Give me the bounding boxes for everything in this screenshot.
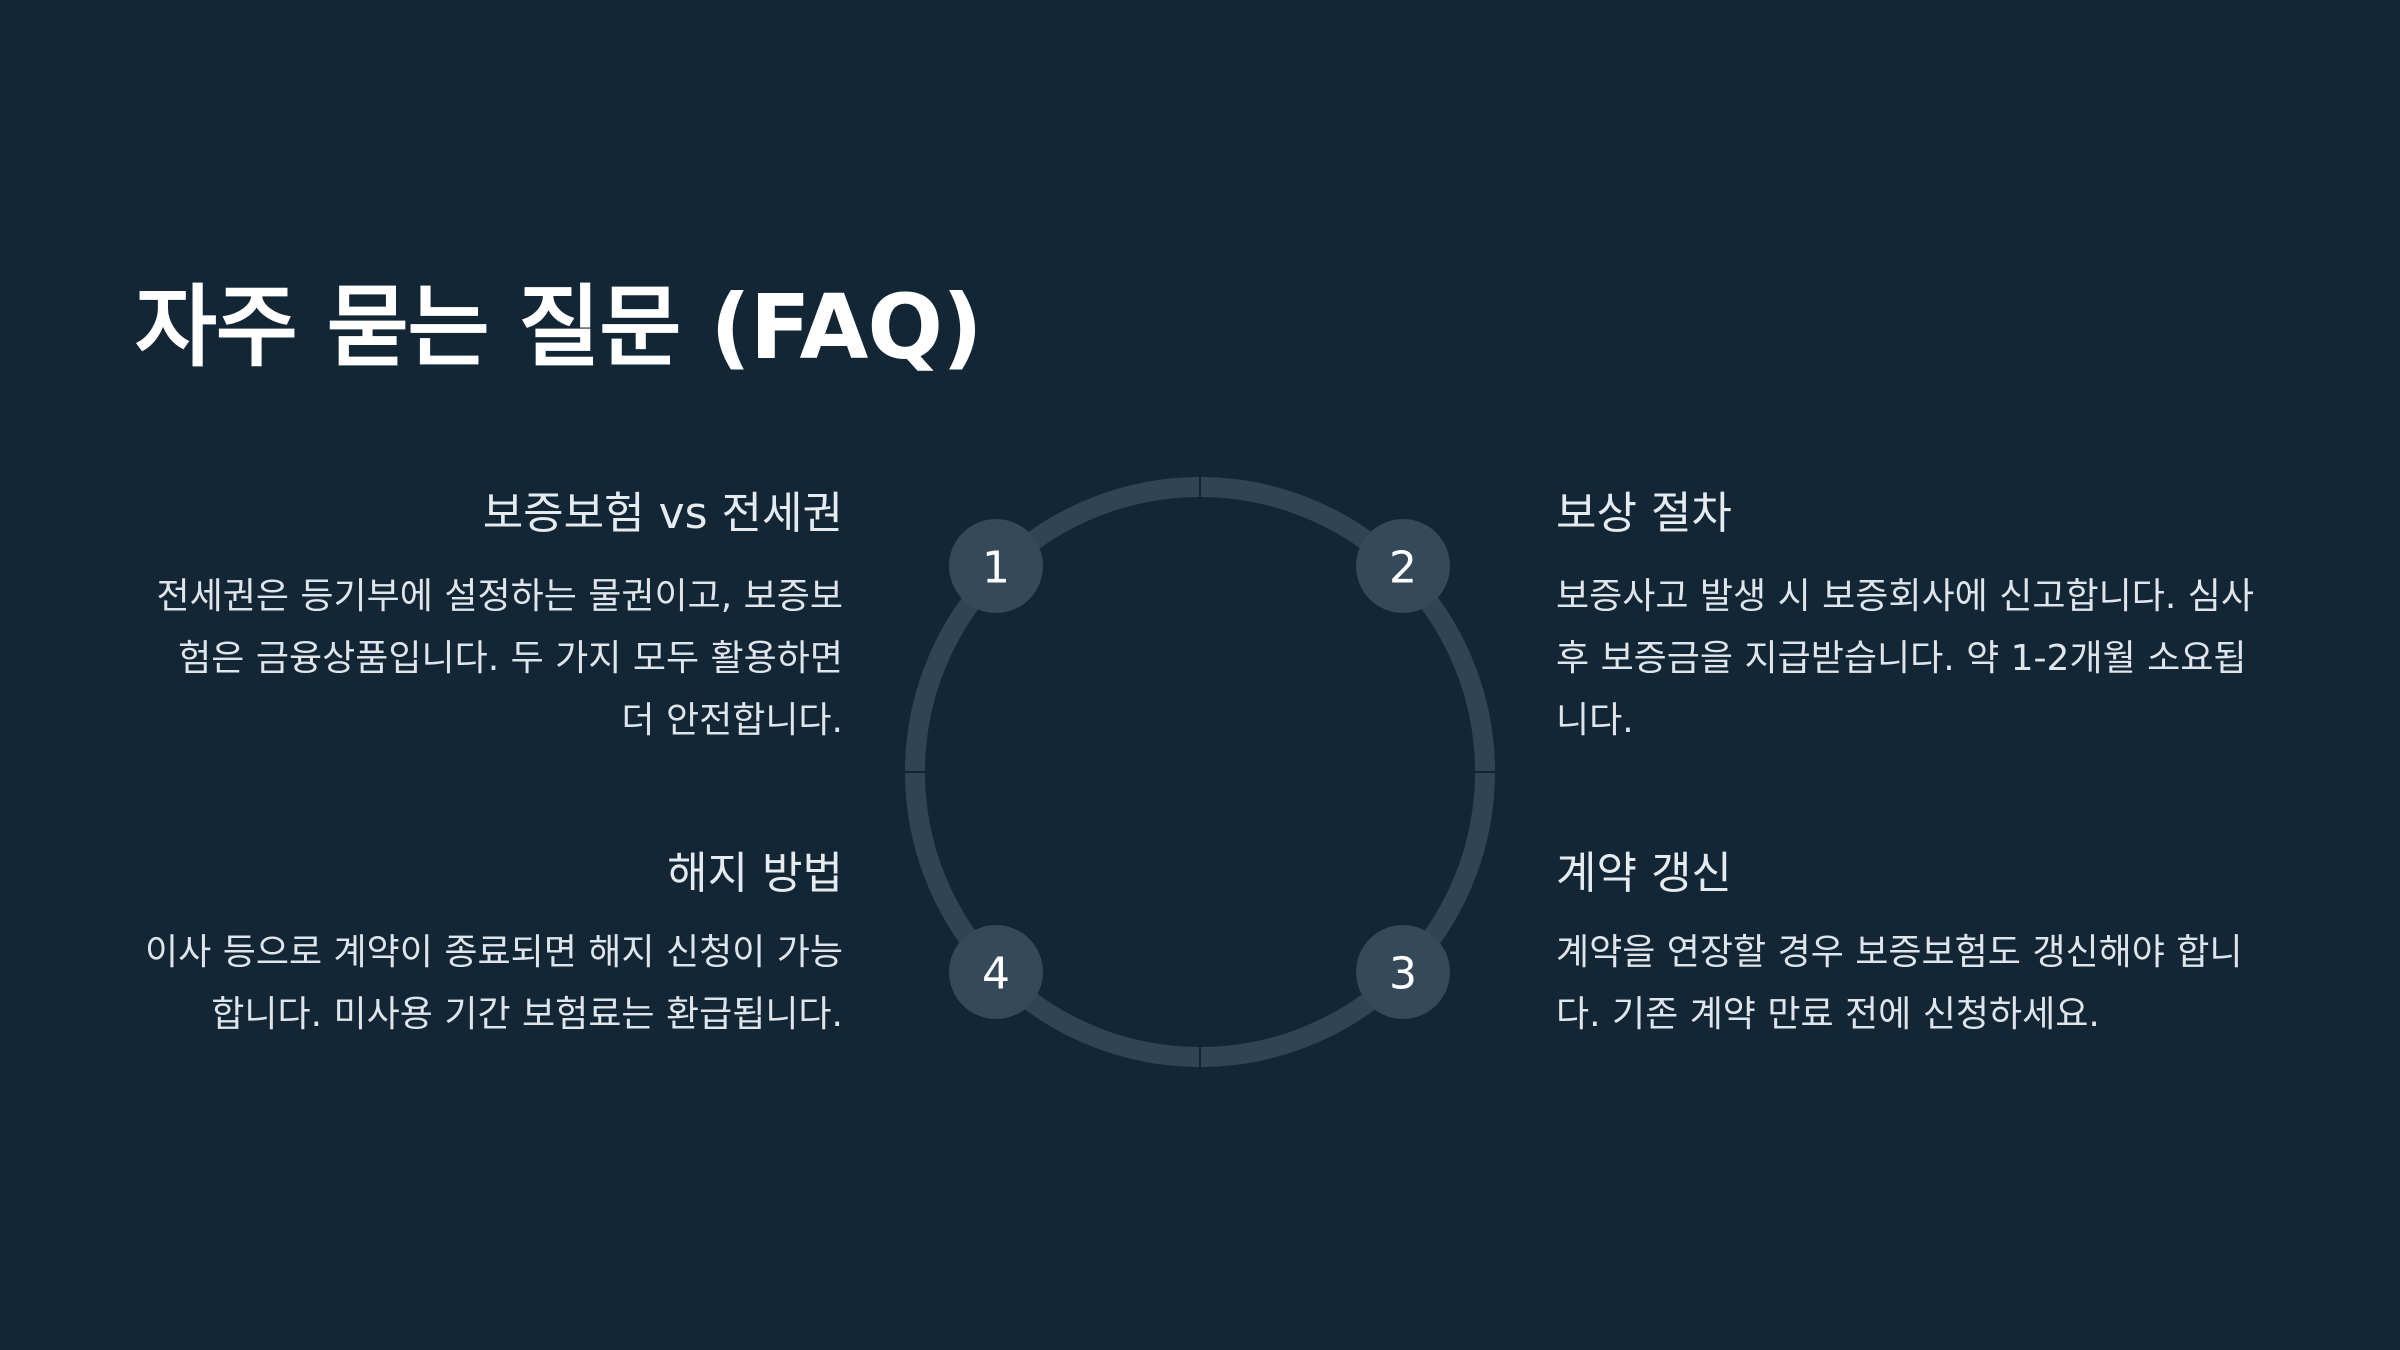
step-node-3: 3: [1356, 925, 1450, 1019]
faq-heading-cancellation: 해지 방법: [667, 848, 843, 899]
step-number-2: 2: [1389, 543, 1417, 594]
faq-body-contract-renewal: 계약을 연장할 경우 보증보험도 갱신해야 합니다. 기존 계약 만료 전에 신…: [1556, 932, 2243, 1035]
faq-body-guarantee-vs-jeonse: 전세권은 등기부에 설정하는 물권이고, 보증보험은 금융상품입니다. 두 가지…: [156, 576, 844, 741]
step-node-1: 1: [949, 519, 1043, 613]
faq-heading-claim-procedure: 보상 절차: [1556, 488, 1732, 539]
slide-title: 자주 묻는 질문 (FAQ): [135, 275, 983, 379]
faq-body-cancellation: 이사 등으로 계약이 종료되면 해지 신청이 가능합니다. 미사용 기간 보험료…: [145, 932, 843, 1035]
step-node-4: 4: [949, 925, 1043, 1019]
faq-heading-guarantee-vs-jeonse: 보증보험 vs 전세권: [482, 488, 843, 539]
faq-body-claim-procedure: 보증사고 발생 시 보증회사에 신고합니다. 심사 후 보증금을 지급받습니다.…: [1556, 576, 2254, 741]
step-number-3: 3: [1389, 949, 1417, 1000]
step-number-1: 1: [982, 543, 1010, 594]
faq-heading-contract-renewal: 계약 갱신: [1556, 848, 1732, 899]
step-number-4: 4: [982, 949, 1010, 1000]
step-node-2: 2: [1356, 519, 1450, 613]
